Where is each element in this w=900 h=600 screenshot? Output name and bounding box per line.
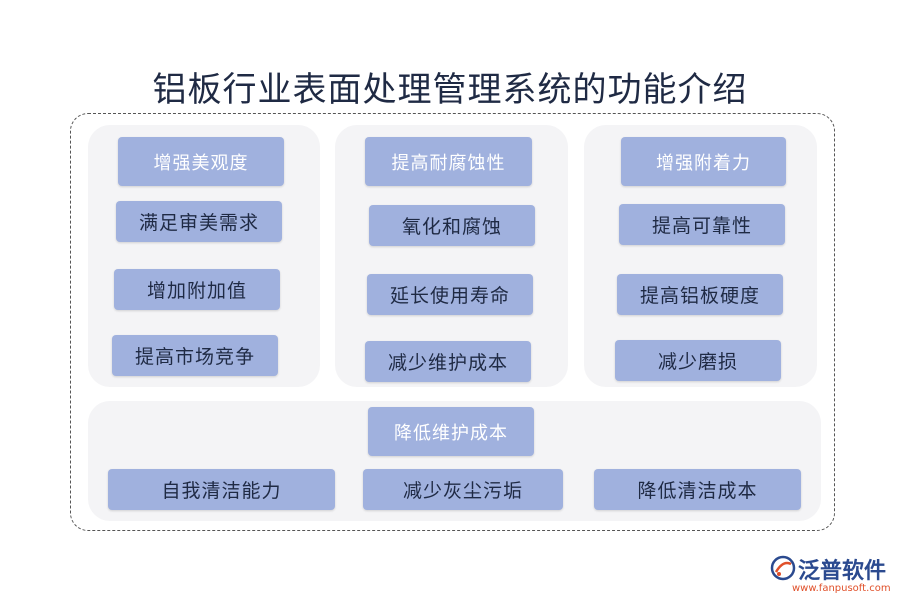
item-aesthetics-1: 满足审美需求: [116, 201, 282, 242]
item-adhesion-2: 提高铝板硬度: [617, 274, 783, 315]
header-adhesion: 增强附着力: [621, 137, 786, 186]
header-maintenance: 降低维护成本: [368, 407, 534, 456]
page-title: 铝板行业表面处理管理系统的功能介绍: [152, 70, 748, 110]
item-adhesion-3: 减少磨损: [615, 340, 781, 381]
item-aesthetics-2: 增加附加值: [114, 269, 280, 310]
header-corrosion: 提高耐腐蚀性: [365, 137, 532, 186]
diagram-frame: [70, 113, 835, 531]
header-aesthetics: 增强美观度: [118, 137, 284, 186]
brand-url: www.fanpusoft.com: [792, 583, 891, 594]
brand-logo: 泛普软件 www.fanpusoft.com: [770, 553, 895, 597]
item-maintenance-3: 降低清洁成本: [594, 469, 801, 510]
fanpu-logo-icon: [770, 555, 796, 581]
item-maintenance-1: 自我清洁能力: [108, 469, 335, 510]
brand-name: 泛普软件: [798, 559, 887, 584]
item-corrosion-3: 减少维护成本: [365, 341, 531, 382]
item-corrosion-2: 延长使用寿命: [367, 274, 533, 315]
item-aesthetics-3: 提高市场竞争: [112, 335, 278, 376]
item-corrosion-1: 氧化和腐蚀: [369, 205, 535, 246]
item-maintenance-2: 减少灰尘污垢: [363, 469, 563, 510]
item-adhesion-1: 提高可靠性: [619, 204, 785, 245]
